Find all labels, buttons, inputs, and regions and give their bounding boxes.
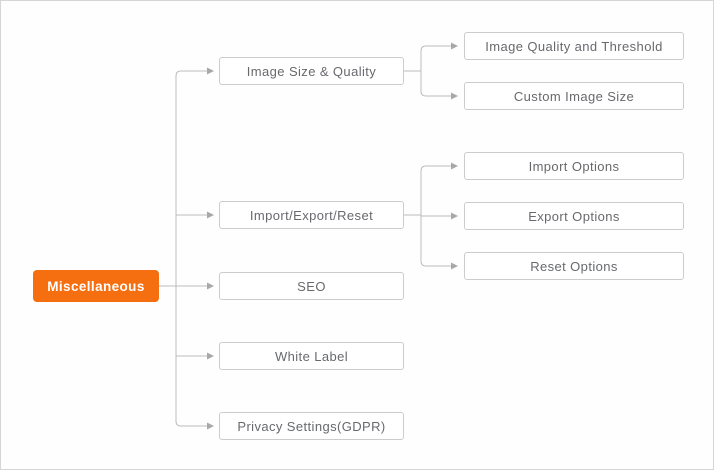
- node-image-size-quality: Image Size & Quality: [219, 57, 404, 85]
- arrow-icon: [451, 92, 458, 100]
- arrow-icon: [451, 162, 458, 170]
- connector-importexport-children: [420, 165, 451, 267]
- arrow-icon: [207, 67, 214, 75]
- connector-trunk-left: [175, 70, 207, 427]
- node-image-quality-threshold: Image Quality and Threshold: [464, 32, 684, 60]
- arrow-icon: [207, 211, 214, 219]
- node-import-export-reset: Import/Export/Reset: [219, 201, 404, 229]
- arrow-icon: [207, 282, 214, 290]
- arrow-icon: [207, 422, 214, 430]
- node-seo: SEO: [219, 272, 404, 300]
- node-custom-image-size: Custom Image Size: [464, 82, 684, 110]
- arrow-icon: [207, 352, 214, 360]
- node-miscellaneous: Miscellaneous: [33, 270, 159, 302]
- arrow-icon: [451, 262, 458, 270]
- arrow-icon: [451, 42, 458, 50]
- node-reset-options: Reset Options: [464, 252, 684, 280]
- node-import-options: Import Options: [464, 152, 684, 180]
- node-export-options: Export Options: [464, 202, 684, 230]
- node-white-label: White Label: [219, 342, 404, 370]
- arrow-icon: [451, 212, 458, 220]
- connector-imagesize-children: [420, 45, 451, 97]
- node-privacy-settings-gdpr: Privacy Settings(GDPR): [219, 412, 404, 440]
